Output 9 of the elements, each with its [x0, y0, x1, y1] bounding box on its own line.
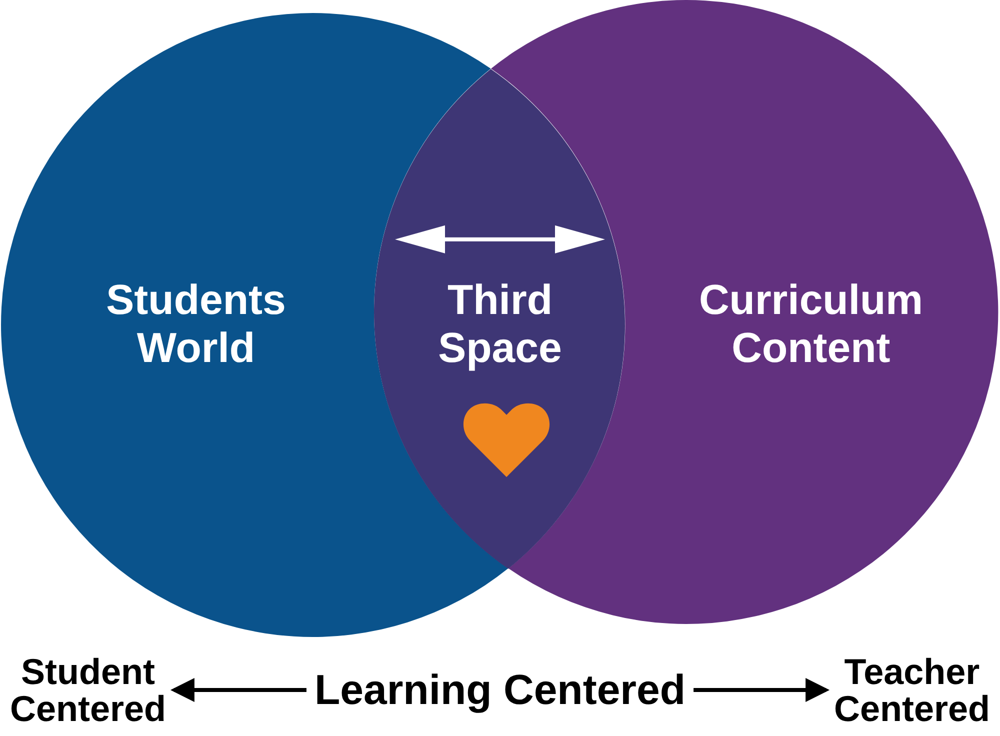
overlap-label: Third Space: [438, 276, 562, 372]
arrow: [170, 678, 306, 702]
overlap-region: [374, 68, 625, 568]
region-label: Students World: [106, 276, 286, 372]
arrow: [694, 678, 830, 702]
scale-center-label: Learning Centered: [314, 666, 686, 714]
region-label: Curriculum Content: [698, 276, 923, 372]
scale-end-label: Student Centered: [10, 653, 166, 727]
scale-end-label: Teacher Centered: [834, 653, 990, 727]
